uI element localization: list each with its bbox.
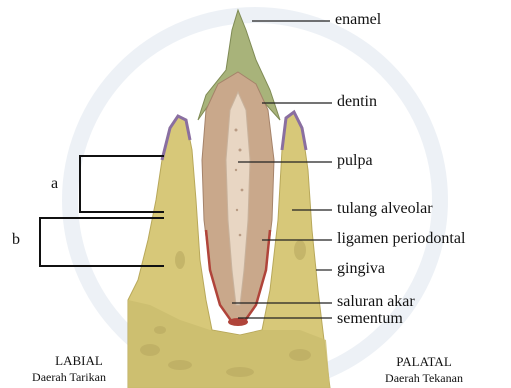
label-gingiva: gingiva	[337, 261, 385, 277]
bracket-label-b: b	[12, 232, 20, 248]
bracket-label-a: a	[51, 176, 58, 192]
label-sementum: sementum	[337, 311, 403, 327]
palatal-subtitle: Daerah Tekanan	[362, 372, 486, 384]
apex-mark	[228, 318, 248, 326]
labial-subtitle: Daerah Tarikan	[14, 371, 124, 383]
labial-title: LABIAL	[24, 354, 134, 367]
label-saluran-akar: saluran akar	[337, 294, 415, 310]
bracket-a	[80, 156, 164, 212]
label-dentin: dentin	[337, 94, 377, 110]
label-tulang-alveolar: tulang alveolar	[337, 201, 433, 217]
palatal-title: PALATAL	[364, 355, 484, 368]
label-ligamen-periodontal: ligamen periodontal	[337, 231, 465, 247]
label-pulpa: pulpa	[337, 153, 373, 169]
label-enamel: enamel	[335, 12, 381, 28]
